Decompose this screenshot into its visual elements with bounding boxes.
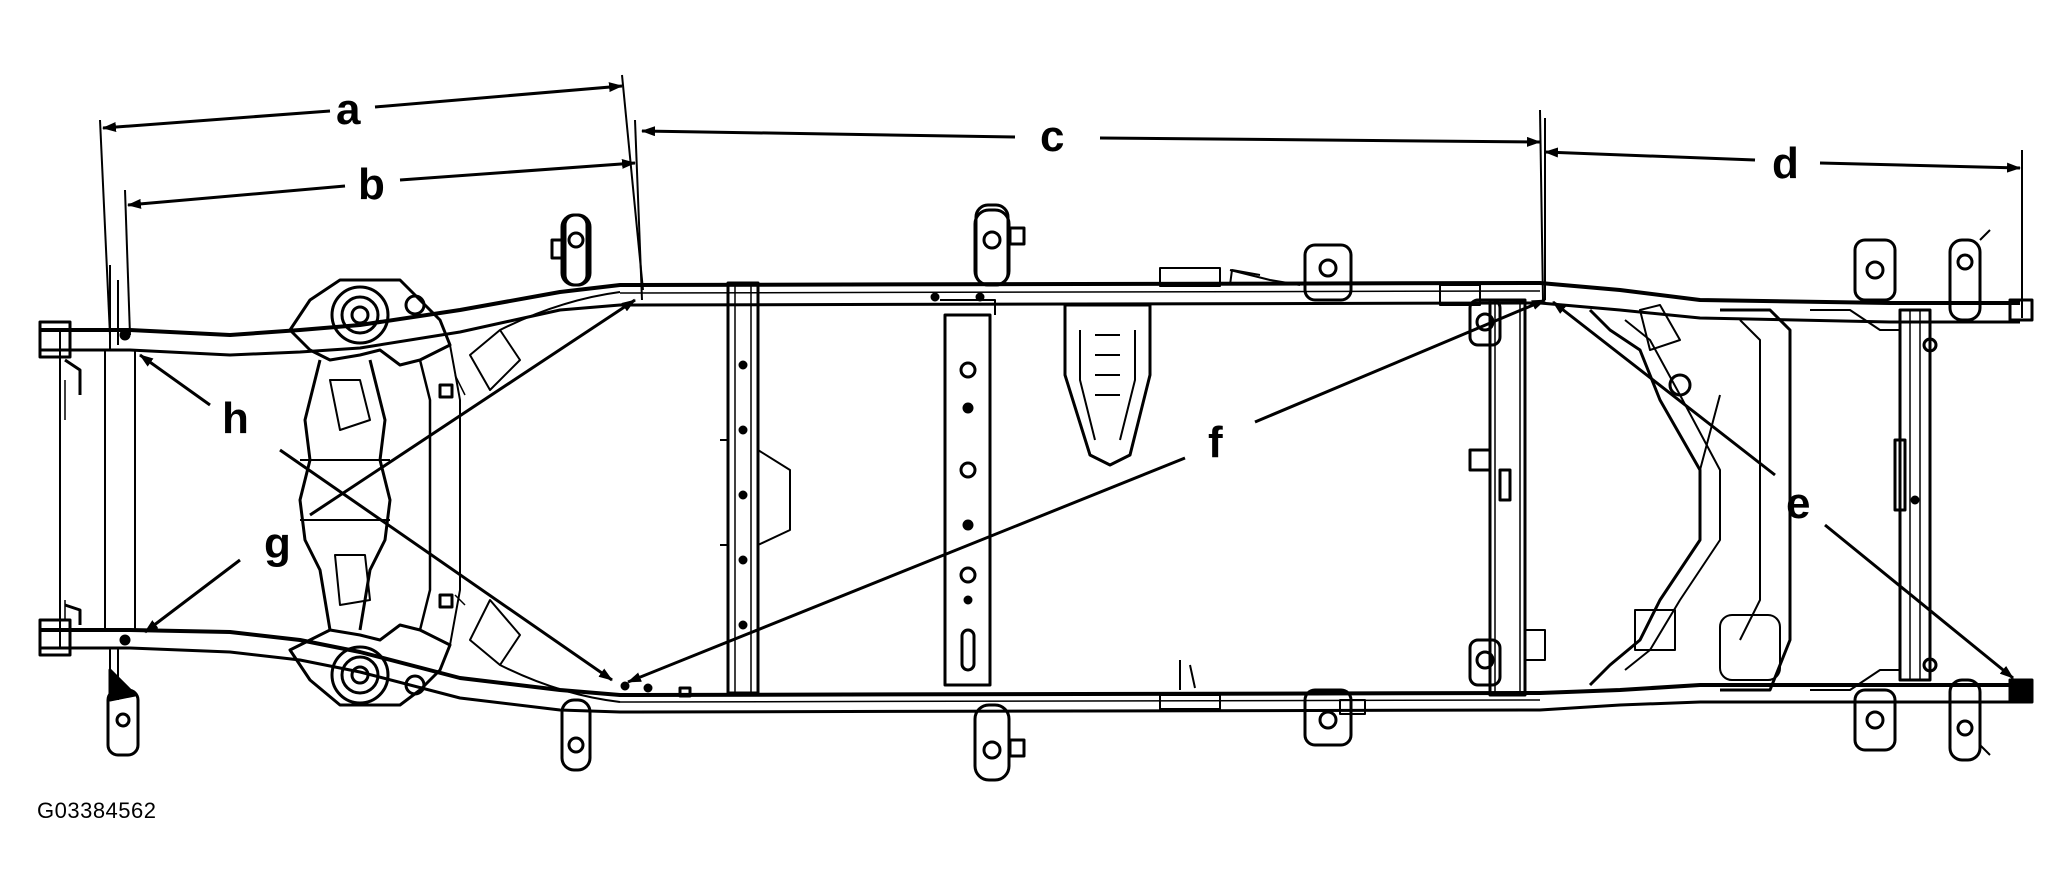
front-bumper-mount <box>38 320 72 359</box>
crossmember-3 <box>943 313 992 687</box>
label-a: a <box>336 85 361 134</box>
dimension-e-line-lower <box>1824 523 2014 680</box>
crossmember-4 <box>1488 298 1527 697</box>
dimension-b-line-right <box>399 158 636 182</box>
left-side-rail <box>40 281 2020 337</box>
dimension-d-line-left <box>1544 147 1756 162</box>
dimension-h-line-upper <box>139 353 211 407</box>
upper-coil-spring-mount <box>330 285 390 345</box>
dimension-a-line-left <box>102 109 331 133</box>
front-crossmember <box>288 278 452 367</box>
vehicle-frame <box>38 203 2034 782</box>
dimension-d-line-right <box>1819 161 2021 173</box>
label-g: g <box>264 519 291 568</box>
label-h: h <box>222 394 249 443</box>
dimension-e-line-upper <box>1552 300 1776 477</box>
dimension-c-line-left <box>641 126 1016 139</box>
rear-crossmember <box>1720 308 1792 692</box>
dimension-h-line-lower <box>279 448 613 682</box>
right-side-rail <box>40 628 2020 697</box>
transmission-support <box>1063 303 1152 467</box>
label-f: f <box>1208 418 1223 467</box>
label-c: c <box>1040 112 1064 161</box>
crossmember-2 <box>726 281 760 695</box>
dimension-b-line-left <box>127 184 346 209</box>
label-e: e <box>1786 479 1810 528</box>
dimension-f-line-lower <box>627 456 1186 684</box>
body-mount-1-lower <box>560 698 592 772</box>
dimension-g-line-upper <box>309 298 636 517</box>
dimension-a-line-right <box>374 82 623 109</box>
dimension-f-line-upper <box>1254 298 1546 424</box>
rear-kickup <box>1588 308 1702 687</box>
label-b: b <box>358 160 385 209</box>
label-d: d <box>1772 139 1799 188</box>
dimension-c-line-right <box>1099 136 1541 147</box>
figure-code: G03384562 <box>37 798 157 823</box>
lower-coil-spring-mount <box>330 645 390 705</box>
dimension-labels: a b c d e f g h <box>222 85 1810 568</box>
dimension-lines <box>99 74 2023 684</box>
dimension-g-line-lower <box>144 558 241 634</box>
